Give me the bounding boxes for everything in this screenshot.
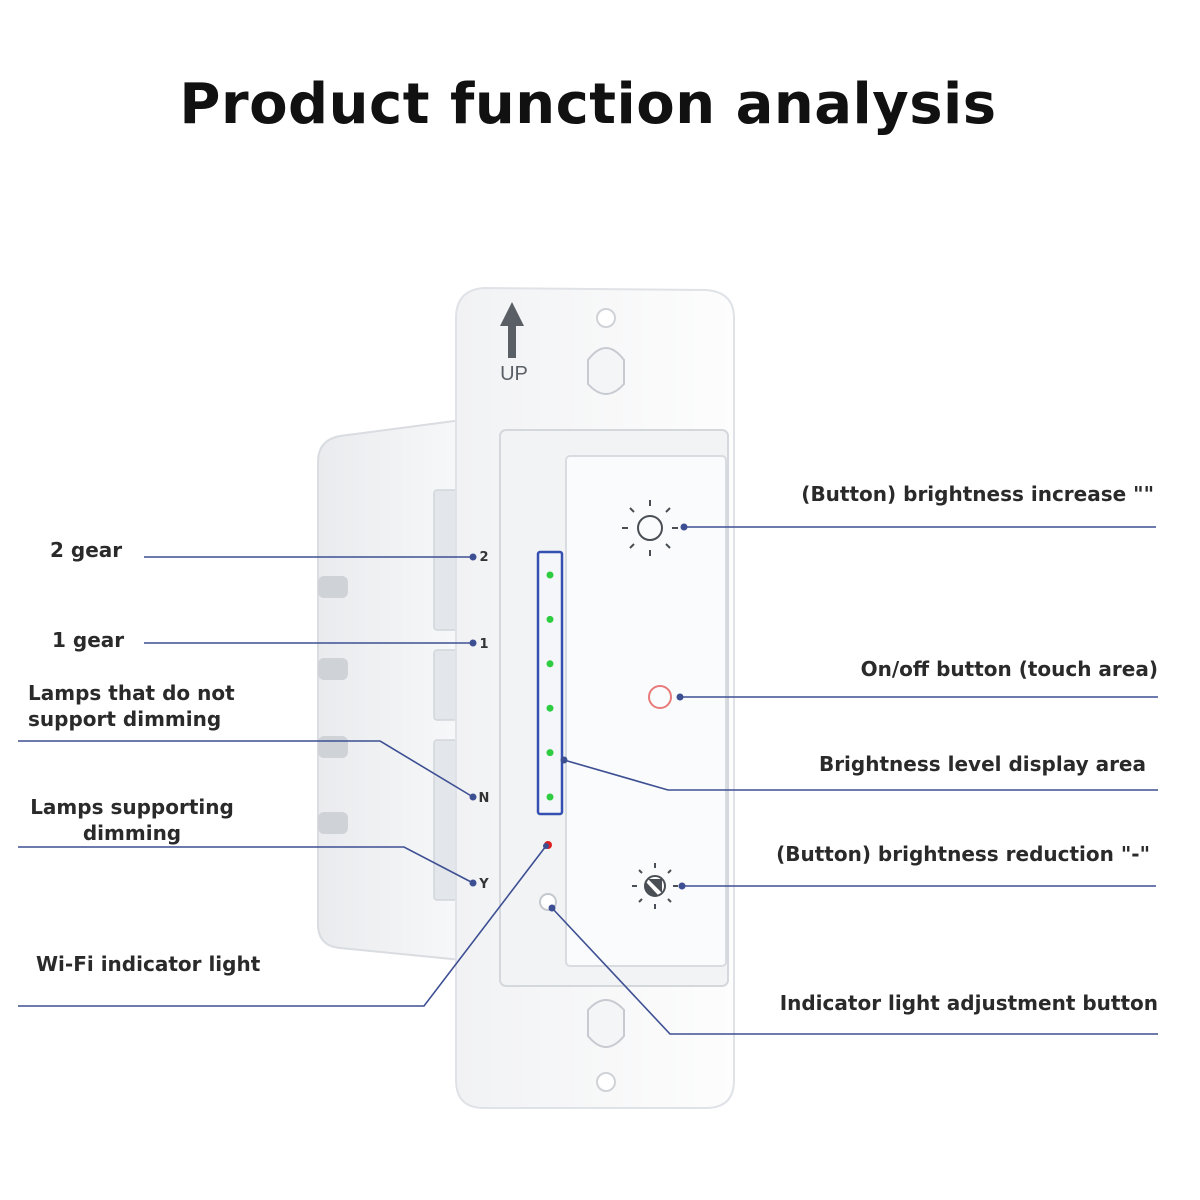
- label-1-gear: 1 gear: [52, 628, 125, 652]
- terminal-y-label: Y: [478, 877, 489, 892]
- up-label: UP: [500, 363, 528, 385]
- leader-endpoints: [469, 523, 688, 912]
- leader-lines: [18, 526, 1158, 1035]
- label-dimming-line1: Lamps supporting: [30, 795, 234, 819]
- leader-no-dimming: [18, 740, 474, 798]
- terminal-n-label: N: [479, 791, 490, 806]
- terminal-1-label: 1: [479, 637, 488, 652]
- leader-dimming: [18, 846, 474, 884]
- leader-wifi: [18, 845, 547, 1007]
- label-indicator-adjust: Indicator light adjustment button: [779, 991, 1158, 1015]
- brightness-led: [546, 793, 554, 801]
- brightness-led: [546, 660, 554, 668]
- brightness-reduction-icon[interactable]: [632, 863, 678, 909]
- brightness-led: [546, 615, 554, 623]
- label-dimming-line2: dimming: [82, 821, 182, 845]
- brightness-increase-icon[interactable]: [622, 500, 678, 556]
- leader-level: [563, 759, 1158, 791]
- label-wifi-indicator: Wi-Fi indicator light: [36, 952, 261, 976]
- page-title: Product function analysis: [179, 72, 997, 137]
- terminal-2-label: 2: [479, 550, 488, 565]
- brightness-led: [546, 749, 554, 757]
- label-no-dimming: Lamps that do not support dimming: [28, 680, 235, 732]
- onoff-button-icon[interactable]: [648, 685, 672, 709]
- label-brightness-reduction: (Button) brightness reduction "-": [776, 842, 1150, 866]
- label-no-dimming-line1: Lamps that do not: [28, 681, 235, 705]
- up-arrow-icon: [500, 302, 524, 358]
- switch-body: [499, 429, 729, 987]
- brightness-led: [546, 704, 554, 712]
- brightness-led: [546, 571, 554, 579]
- label-dimming: Lamps supporting dimming: [28, 794, 236, 846]
- label-no-dimming-line2: support dimming: [28, 707, 222, 731]
- label-brightness-increase: (Button) brightness increase "": [801, 482, 1154, 506]
- label-2-gear: 2 gear: [50, 538, 123, 562]
- label-onoff-button: On/off button (touch area): [860, 657, 1158, 681]
- label-brightness-level-display: Brightness level display area: [818, 752, 1146, 776]
- brightness-led-group: [546, 571, 554, 801]
- leader-indicator-adjust: [551, 907, 1158, 1035]
- brightness-level-display: [536, 550, 564, 816]
- switch-housing: [317, 418, 465, 962]
